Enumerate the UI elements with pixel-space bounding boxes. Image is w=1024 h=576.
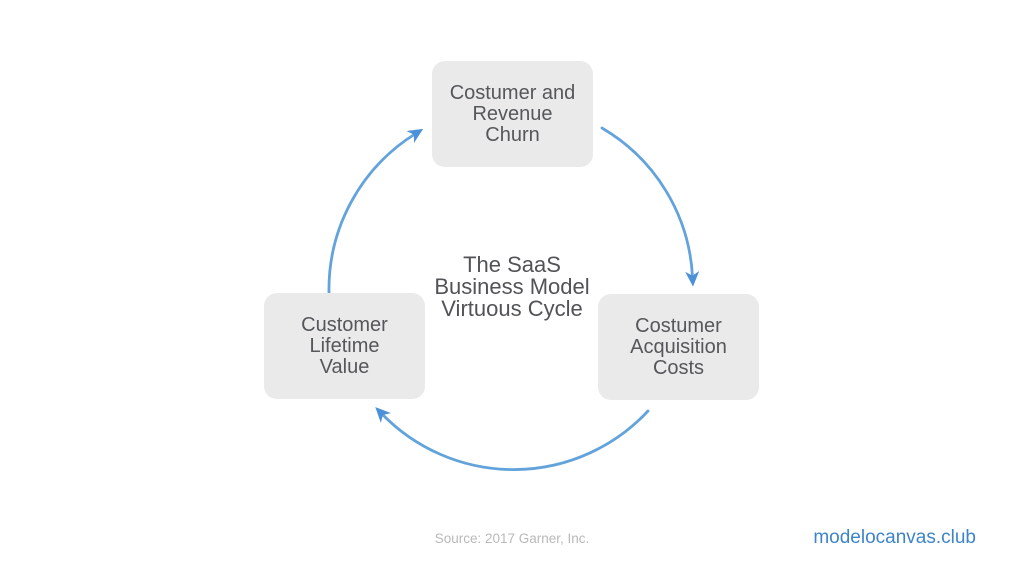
- source-attribution: Source: 2017 Garner, Inc.: [434, 531, 590, 546]
- node-label-line: Customer: [301, 313, 388, 336]
- node-customer-acquisition-costs: Costumer Acquisition Costs: [598, 294, 759, 400]
- node-label-line: Churn: [485, 123, 540, 146]
- node-customer-lifetime-value: Customer Lifetime Value: [264, 293, 425, 399]
- diagram-title-line: The SaaS: [463, 252, 561, 277]
- node-label-line: Acquisition: [630, 335, 727, 358]
- diagram-title: The SaaS Business Model Virtuous Cycle: [312, 254, 712, 320]
- node-label-line: Costumer and: [449, 81, 576, 104]
- website-link[interactable]: modelocanvas.club: [813, 527, 976, 548]
- node-label-line: Lifetime: [309, 334, 380, 357]
- diagram-title-line: Business Model: [434, 274, 590, 299]
- node-label-line: Revenue: [472, 102, 553, 125]
- node-label-line: Costumer: [635, 314, 722, 337]
- diagram-title-line: Virtuous Cycle: [441, 296, 583, 321]
- node-label-line: Value: [319, 355, 370, 378]
- node-customer-revenue-churn: Costumer and Revenue Churn: [432, 61, 593, 167]
- arrow-clv-to-churn: [327, 128, 424, 295]
- node-label-line: Costs: [652, 356, 705, 379]
- arrow-acquisition-to-clv: [375, 407, 650, 471]
- arrow-churn-to-acquisition: [600, 126, 700, 287]
